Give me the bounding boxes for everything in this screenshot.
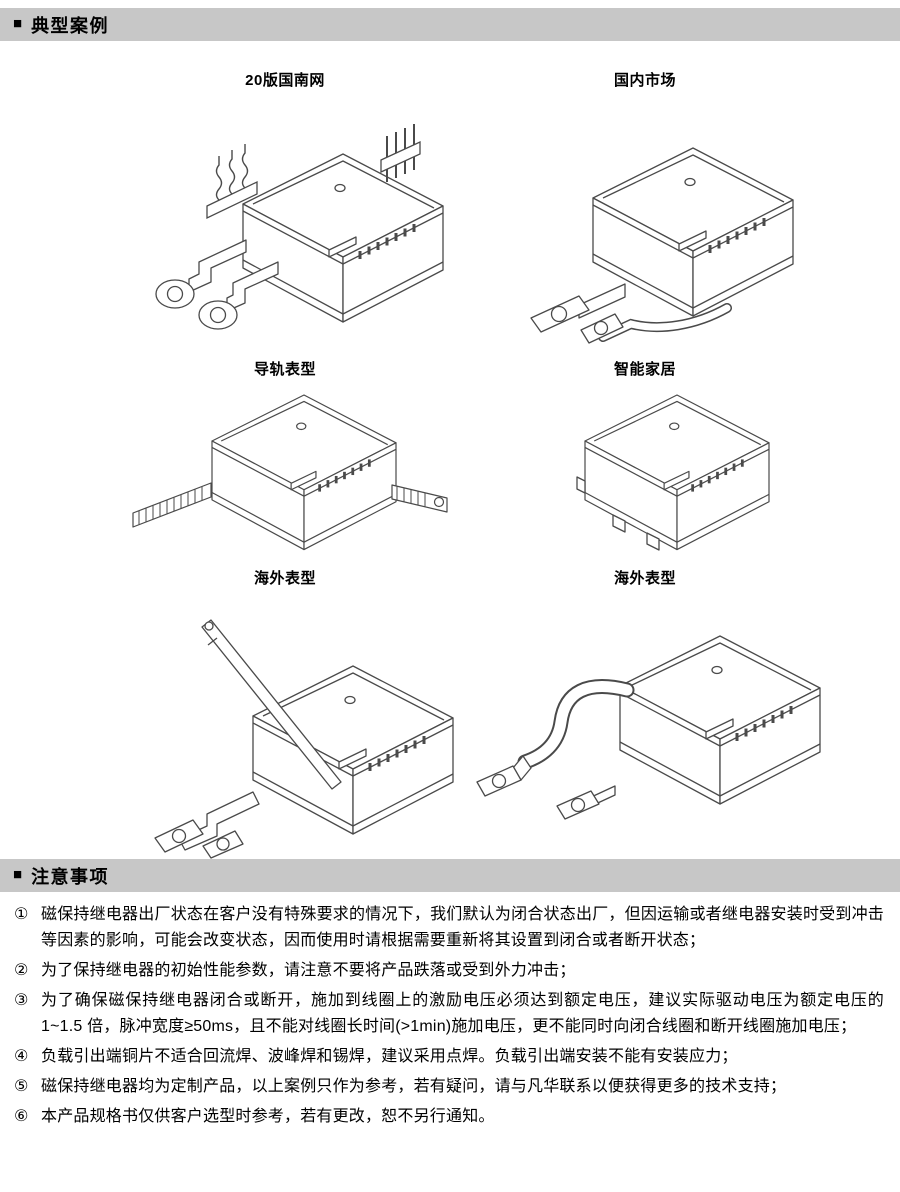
note-number-2: ② bbox=[14, 962, 29, 979]
section-header-typical-cases: ■ 典型案例 bbox=[0, 8, 900, 41]
note-item-1: ① 磁保持继电器出厂状态在客户没有特殊要求的情况下，我们默认为闭合状态出厂，但因… bbox=[14, 902, 886, 954]
case-label-3: 导轨表型 bbox=[253, 361, 316, 378]
notes-list: ① 磁保持继电器出厂状态在客户没有特殊要求的情况下，我们默认为闭合状态出厂，但因… bbox=[0, 892, 900, 1130]
relay-illustration-3 bbox=[132, 393, 448, 551]
relay-illustration-2 bbox=[530, 146, 795, 344]
case-label-1: 20版国南网 bbox=[245, 72, 325, 89]
section-header-notes: ■ 注意事项 bbox=[0, 859, 900, 892]
relay-illustration-1 bbox=[155, 124, 445, 330]
note-text-2: 为了保持继电器的初始性能参数，请注意不要将产品跌落或受到外力冲击； bbox=[41, 962, 576, 979]
note-text-6: 本产品规格书仅供客户选型时参考，若有更改，恕不另行通知。 bbox=[41, 1108, 495, 1125]
case-cell-1: 20版国南网 bbox=[115, 41, 455, 352]
note-text-4: 负载引出端铜片不适合回流焊、波峰焊和锡焊，建议采用点焊。负载引出端安装不能有安装… bbox=[41, 1048, 738, 1065]
note-item-2: ② 为了保持继电器的初始性能参数，请注意不要将产品跌落或受到外力冲击； bbox=[14, 958, 886, 984]
relay-illustration-4 bbox=[576, 393, 771, 551]
note-number-6: ⑥ bbox=[14, 1108, 29, 1125]
note-item-6: ⑥ 本产品规格书仅供客户选型时参考，若有更改，恕不另行通知。 bbox=[14, 1104, 886, 1130]
case-label-4: 智能家居 bbox=[613, 361, 676, 378]
section-title-typical-cases: 典型案例 bbox=[31, 15, 110, 36]
typical-cases-grid: 20版国南网 bbox=[105, 41, 822, 859]
case-label-2: 国内市场 bbox=[613, 72, 676, 89]
note-number-3: ③ bbox=[14, 992, 29, 1009]
case-cell-6: 海外表型 bbox=[465, 559, 825, 859]
square-bullet-icon: ■ bbox=[13, 866, 23, 883]
note-text-1: 磁保持继电器出厂状态在客户没有特殊要求的情况下，我们默认为闭合状态出厂，但因运输… bbox=[41, 906, 884, 949]
case-label-6: 海外表型 bbox=[613, 570, 676, 587]
note-number-4: ④ bbox=[14, 1048, 29, 1065]
square-bullet-icon: ■ bbox=[13, 15, 23, 32]
relay-illustration-5 bbox=[154, 619, 455, 859]
case-label-5: 海外表型 bbox=[253, 570, 316, 587]
note-number-5: ⑤ bbox=[14, 1078, 29, 1095]
case-cell-4: 智能家居 bbox=[475, 352, 815, 559]
case-cell-2: 国内市场 bbox=[475, 41, 815, 352]
case-cell-5: 海外表型 bbox=[105, 559, 465, 859]
section-title-notes: 注意事项 bbox=[31, 866, 110, 887]
relay-illustration-6 bbox=[476, 634, 822, 820]
note-item-5: ⑤ 磁保持继电器均为定制产品，以上案例只作为参考，若有疑问，请与凡华联系以便获得… bbox=[14, 1074, 886, 1100]
note-number-1: ① bbox=[14, 906, 29, 923]
note-item-3: ③ 为了确保磁保持继电器闭合或断开，施加到线圈上的激励电压必须达到额定电压，建议… bbox=[14, 988, 886, 1040]
note-text-3: 为了确保磁保持继电器闭合或断开，施加到线圈上的激励电压必须达到额定电压，建议实际… bbox=[41, 992, 884, 1035]
case-cell-3: 导轨表型 bbox=[115, 352, 455, 559]
note-item-4: ④ 负载引出端铜片不适合回流焊、波峰焊和锡焊，建议采用点焊。负载引出端安装不能有… bbox=[14, 1044, 886, 1070]
note-text-5: 磁保持继电器均为定制产品，以上案例只作为参考，若有疑问，请与凡华联系以便获得更多… bbox=[41, 1078, 787, 1095]
